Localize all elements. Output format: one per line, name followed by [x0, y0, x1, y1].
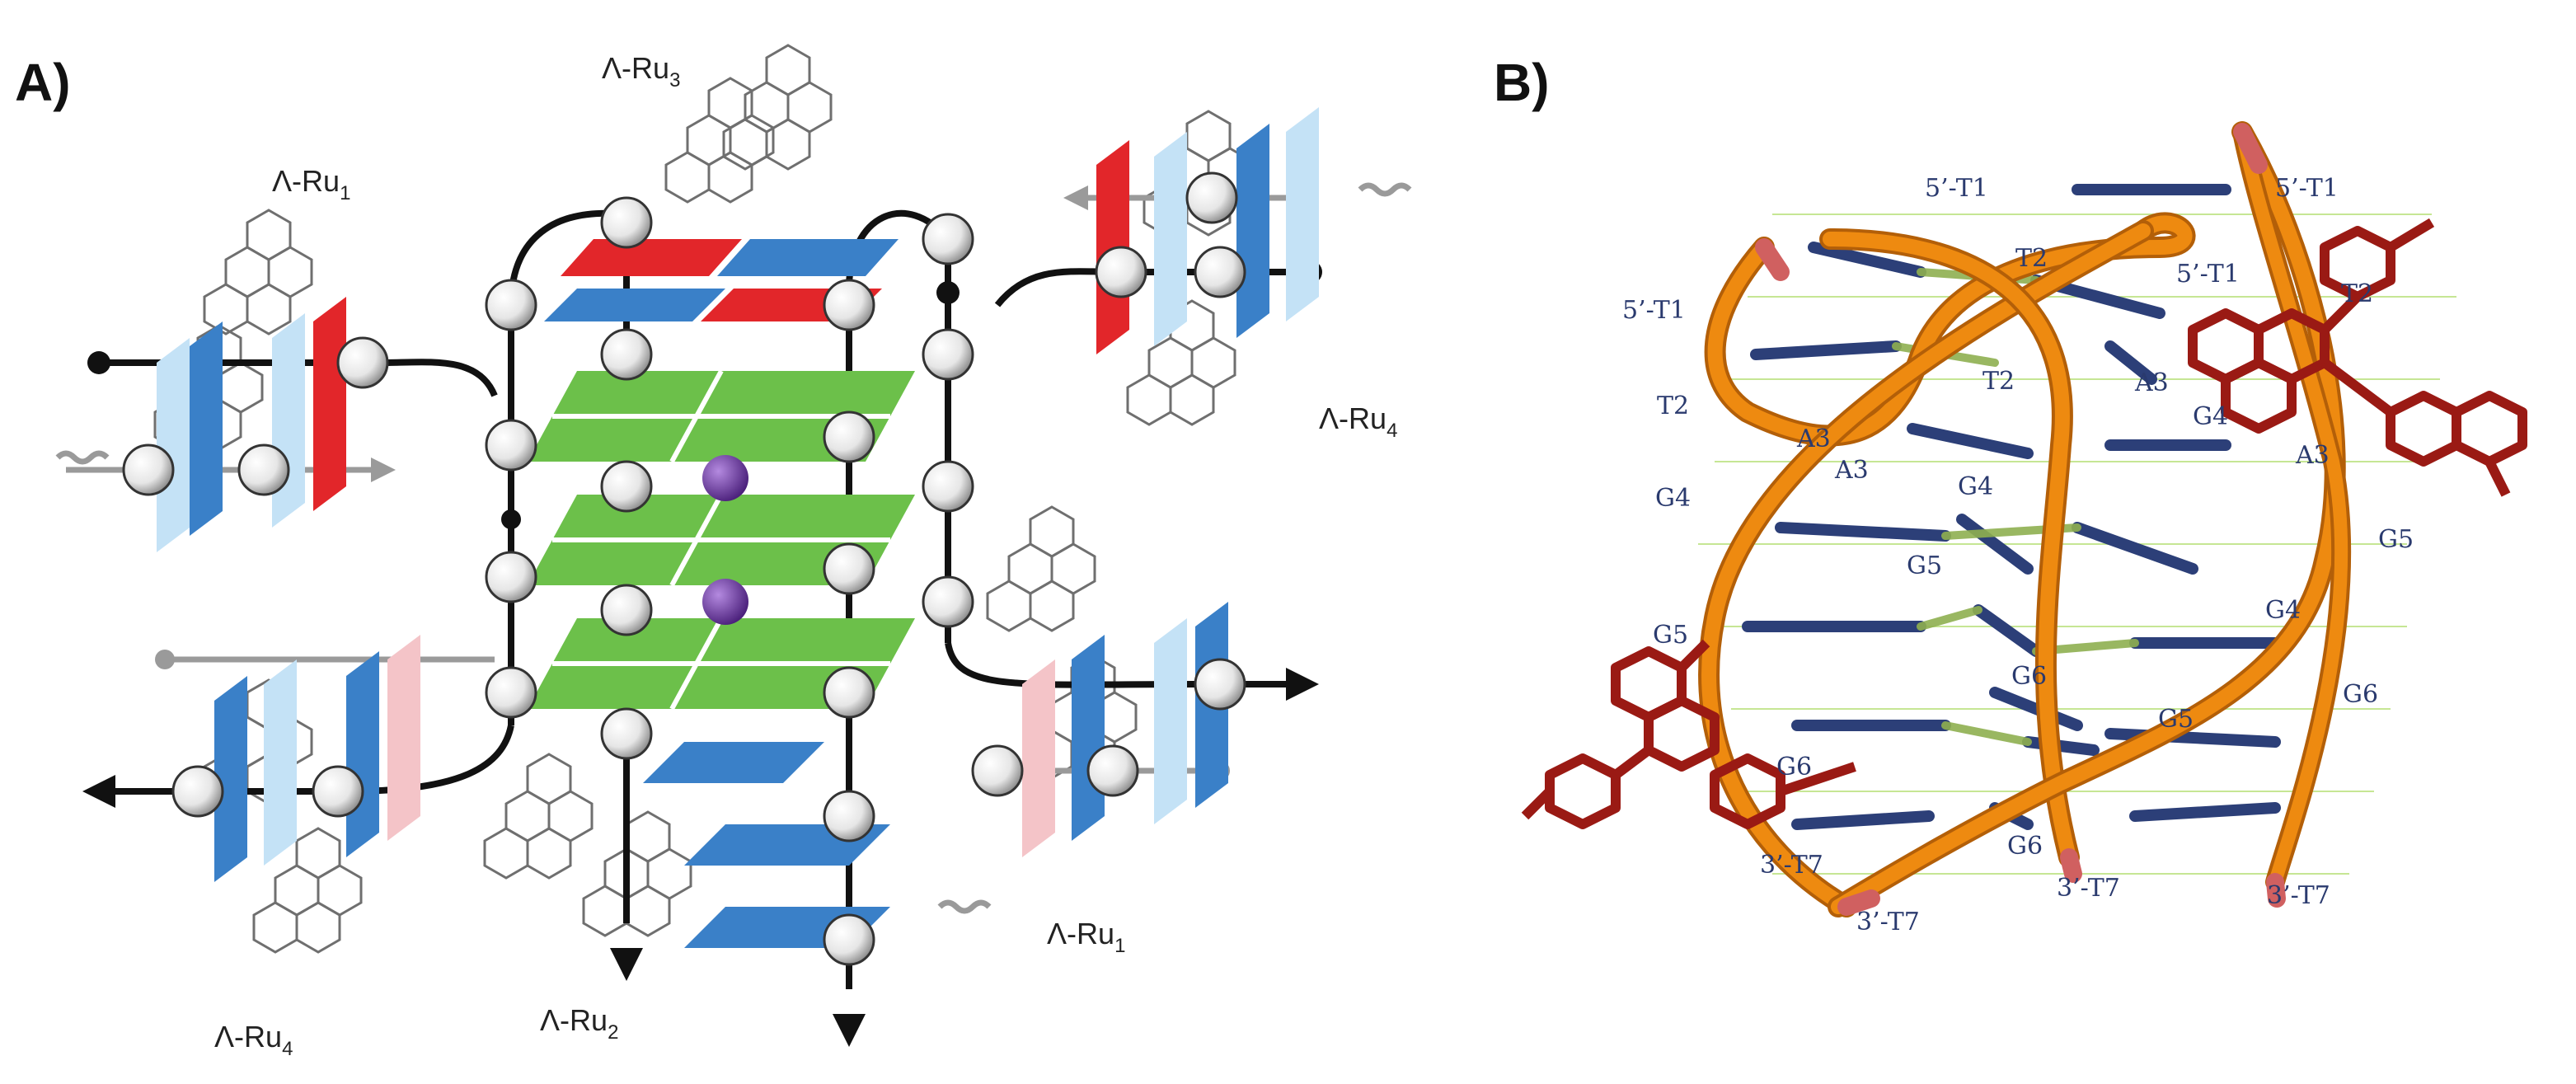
ligand-ru1-top — [203, 209, 313, 336]
grey-arrow-icon — [371, 458, 396, 482]
label-5t1-c: 5’-T1 — [1622, 296, 1686, 325]
ligand-ru3 — [664, 77, 775, 204]
label-5t1-a: 5’-T1 — [1925, 174, 1988, 203]
label-3t7-d: 3’-T7 — [2267, 881, 2330, 910]
label-a3-c: A3 — [2295, 441, 2330, 470]
panel-b: B) — [1494, 53, 2527, 936]
label-t2-c: T2 — [1657, 392, 1689, 420]
arrow-right-icon — [1286, 668, 1319, 701]
ligand-ru2 — [483, 753, 594, 880]
label-g4-a: G4 — [1655, 484, 1691, 513]
ligand-ru3-b — [722, 44, 833, 171]
label-g4-c: G4 — [2193, 402, 2228, 431]
ligand-ru1-bottom-b — [986, 505, 1096, 632]
ru-labels: Λ-Ru1 Λ-Ru3 Λ-Ru4 Λ-Ru1 Λ-Ru4 Λ-Ru2 — [214, 51, 1397, 1060]
label-ru4-left: Λ-Ru4 — [214, 1020, 293, 1060]
label-3t7-a: 3’-T7 — [1760, 851, 1823, 880]
label-ru2-bottom: Λ-Ru2 — [540, 1003, 618, 1044]
label-5t1-d: 5’-T1 — [2176, 260, 2240, 289]
ligand-lower-left — [1521, 639, 1856, 829]
g-tetrad-bottom — [528, 617, 915, 711]
g-tetrad-mid — [528, 493, 915, 587]
phosphate-spheres — [122, 171, 1246, 966]
g-tetrads — [528, 369, 915, 711]
label-t2-b: T2 — [2341, 279, 2373, 308]
grey-arrow-icon-2 — [1063, 185, 1088, 210]
label-g6-a: G6 — [1776, 753, 1812, 781]
arrow-down-icon-2 — [833, 1014, 866, 1047]
label-g5-a: G5 — [1653, 621, 1688, 650]
label-a3-a: A3 — [2134, 368, 2169, 397]
label-g5-d: G5 — [2158, 705, 2194, 734]
label-a3-b: A3 — [1796, 425, 1831, 453]
label-ru3-top: Λ-Ru3 — [602, 51, 680, 92]
arrow-down-icon — [610, 948, 643, 981]
label-5t1-b: 5’-T1 — [2275, 174, 2339, 203]
grey-end — [155, 650, 175, 669]
ligand-upper-right — [2188, 218, 2527, 497]
panel-a-letter: A) — [15, 53, 71, 112]
label-t2-d: T2 — [1982, 367, 2015, 396]
ligand-ru2-b — [582, 810, 692, 937]
label-ru1-bottom: Λ-Ru1 — [1047, 917, 1125, 957]
arrow-left-icon — [82, 775, 115, 808]
base-sticks — [1742, 184, 2281, 830]
label-g6-b: G6 — [2011, 662, 2047, 691]
label-g4-b: G4 — [1958, 472, 1993, 501]
nucleotide-labels: 5’-T1 5’-T1 5’-T1 5’-T1 T2 T2 T2 T2 A3 A… — [1622, 174, 2414, 936]
label-g4-d: G4 — [2265, 596, 2301, 625]
label-g6-d: G6 — [2007, 832, 2043, 861]
label-3t7-b: 3’-T7 — [1856, 908, 1920, 936]
cation-ion-2 — [702, 579, 748, 625]
label-g6-c: G6 — [2343, 680, 2378, 709]
label-ru1-top: Λ-Ru1 — [272, 164, 350, 204]
panel-b-letter: B) — [1494, 53, 1550, 112]
panel-a: A) — [15, 44, 1412, 1060]
strand-arrows — [82, 668, 1319, 1047]
label-a3-d: A3 — [1834, 456, 1869, 485]
side-planes — [157, 107, 1319, 882]
label-3t7-c: 3’-T7 — [2057, 874, 2120, 903]
tube-ends — [1755, 123, 2286, 916]
label-g5-b: G5 — [1907, 551, 1942, 580]
label-t2-a: T2 — [2015, 244, 2048, 273]
label-ru4-right: Λ-Ru4 — [1319, 401, 1397, 442]
label-g5-c: G5 — [2378, 525, 2414, 554]
cation-ion — [702, 455, 748, 501]
